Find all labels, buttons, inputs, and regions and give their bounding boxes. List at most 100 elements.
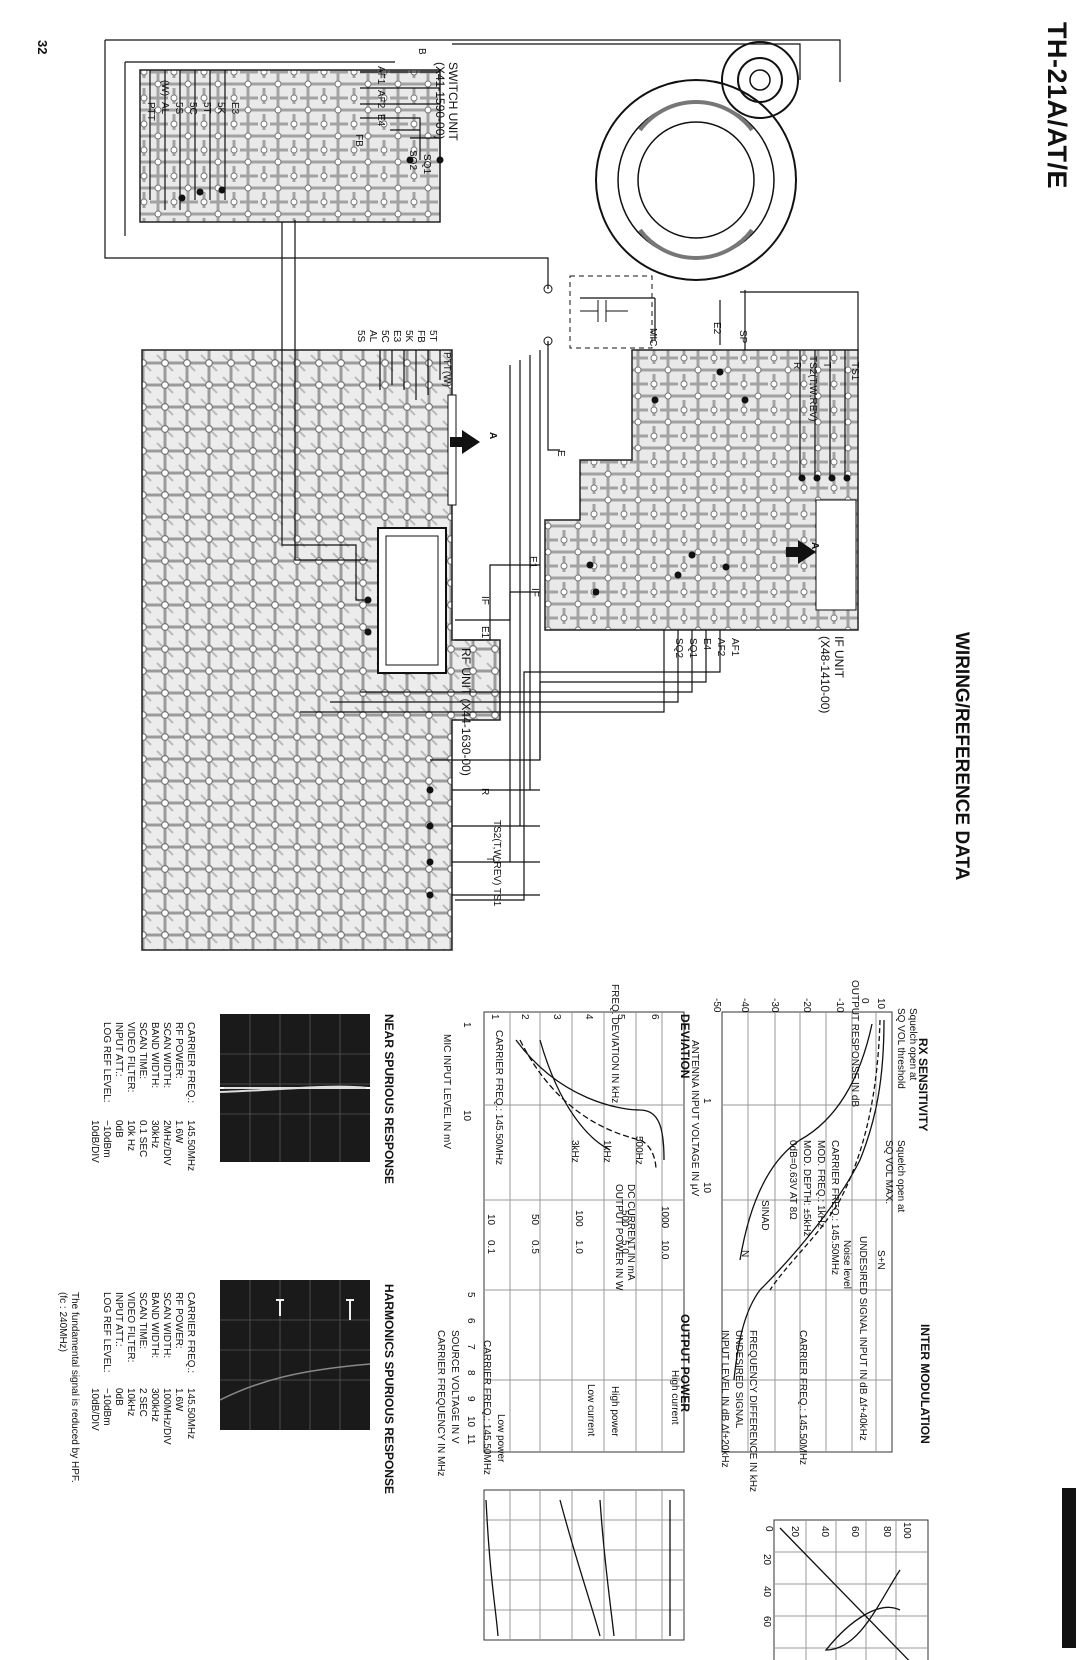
op-xtick-2: 7 (465, 1344, 476, 1350)
op-ytl-4: 10 (485, 1214, 496, 1226)
op-ytl-0: 1000 (659, 1206, 670, 1229)
inter-modulation-title: INTER MODULATION (918, 1324, 932, 1444)
dev-series-500: 500Hz (633, 1136, 644, 1165)
wire-label-ts2: TS2(T,W:REV) (491, 820, 502, 886)
dev-condition: CARRIER FREQ.: 145.50MHz (493, 1030, 504, 1166)
deviation-xlabel: MIC INPUT LEVEL IN mV (441, 1034, 452, 1150)
binder-strip (1062, 1488, 1076, 1648)
if-terminal-ts1: TS1 (849, 362, 860, 381)
if-terminal-sq1: SQ1 (687, 638, 698, 659)
wire-label-e1-2: E1 (479, 626, 490, 639)
output-power-xlabel-2: CARRIER FREQUENCY IN MHz (435, 1330, 446, 1477)
rx-condition-4: 0dB=0.63V AT 8Ω (787, 1140, 798, 1220)
terminal-sq1: SQ1 (421, 154, 432, 175)
op-series-lp: Low power (495, 1414, 506, 1463)
op-ytr-0: 10.0 (659, 1240, 670, 1260)
near-spurious-title: NEAR SPURIOUS RESPONSE (382, 1014, 396, 1185)
terminal-5t: 5T (201, 102, 212, 114)
rx-note-4: SQ VOL MAX. (883, 1140, 894, 1205)
if-terminal-af1: AF1 (729, 638, 740, 657)
terminal-5s: 5S (173, 102, 184, 115)
harmonics-spurious-photo (220, 1280, 370, 1430)
dev-ytick-3: 3 (551, 1014, 562, 1020)
rx-note-8: N (739, 1250, 750, 1258)
inter-modulation-grid (773, 1519, 929, 1660)
rx-curve-s-n (733, 1019, 885, 1381)
if-terminal-r: R (791, 362, 802, 370)
if-terminal-sq2: SQ2 (673, 638, 684, 659)
output-power-grid (483, 1489, 685, 1641)
output-power-title: OUTPUT POWER (678, 1314, 692, 1412)
arrow-a-if-label: A (809, 542, 820, 550)
output-power-ylabel-2: OUTPUT POWER IN W (613, 1184, 624, 1291)
im-xtick-0: 20 (761, 1554, 772, 1566)
im-ytick-3: 40 (819, 1526, 830, 1538)
im-ytick-5: 0 (763, 1526, 774, 1532)
rx-condition-1: CARRIER FREQ.: 145.50MHz (829, 1140, 840, 1276)
rx-sensitivity-grid (721, 1011, 893, 1453)
inter-modulation-xlabel-1: FREQUENCY DIFFERENCE IN kHz (747, 1330, 758, 1493)
inter-modulation-xlabel-2: UNDESIRED SIGNAL (733, 1330, 744, 1429)
terminal-af2: AF2 (375, 90, 386, 109)
dev-series-3k: 3kHz (569, 1140, 580, 1163)
dev-ytick-5: 1 (489, 1014, 500, 1020)
op-xtick-3: 8 (465, 1370, 476, 1376)
op-series-hp: High power (609, 1386, 620, 1437)
inter-modulation-xlabel-3: INPUT LEVEL IN dB Δf+20kHz (719, 1330, 730, 1468)
terminal-e3: E3 (229, 102, 240, 115)
rx-ytick-5: -40 (739, 998, 750, 1013)
rf-terminal-5s: 5S (355, 330, 366, 343)
op-ytr-3: 0.5 (529, 1240, 540, 1254)
wire-harness (104, 39, 859, 901)
op-ytl-1: 500 (619, 1210, 630, 1227)
rx-note-1: Squelch open at (907, 1008, 918, 1081)
arrow-a-rf (450, 430, 480, 454)
rf-terminal-e3: E3 (391, 330, 402, 343)
op-condition: CARRIER FREQ.: 145.50MHz (481, 1340, 492, 1476)
im-ytick-4: 20 (789, 1526, 800, 1538)
inter-modulation-ylabel: UNDESIRED SIGNAL INPUT IN dB Δf+40kHz (857, 1236, 868, 1441)
rx-ytick-6: -50 (711, 998, 722, 1013)
wire-label-ts1: TS1 (491, 888, 502, 907)
lcd-window (377, 527, 447, 674)
rx-curve-noise (739, 1023, 873, 1261)
op-ytl-2: 100 (573, 1210, 584, 1227)
if-terminal-sp: SP (737, 330, 748, 344)
rf-terminal-5k: 5K (403, 330, 414, 343)
dev-xtick-1: 10 (461, 1110, 472, 1122)
op-ytl-3: 50 (529, 1214, 540, 1226)
microphone (543, 275, 653, 349)
im-xtick-2: 60 (761, 1616, 772, 1628)
if-terminal-af2: AF2 (715, 638, 726, 657)
op-ytr-1: 5.0 (619, 1240, 630, 1254)
wire-label-if-1: IF (529, 588, 540, 597)
op-series-lc: Low current (585, 1384, 596, 1437)
terminal-af1: AF1 (375, 66, 386, 85)
op-xtick-0: 5 (465, 1292, 476, 1298)
deviation-grid (483, 1011, 685, 1453)
switch-unit-part: (X41-1590-00) (433, 62, 447, 140)
rx-note-7: SINAD (759, 1200, 770, 1231)
near-spurious-photo (220, 1014, 370, 1162)
op-curve-hp (599, 1499, 615, 1637)
rx-xtick-0: 1 (701, 1098, 712, 1104)
output-power-ylabel-1: DC CURRENT IN mA (625, 1184, 636, 1281)
rx-ytick-1: 0 (859, 998, 870, 1004)
dev-ytick-4: 2 (519, 1014, 530, 1020)
graphs (483, 1011, 929, 1660)
rx-ytick-2: -10 (834, 998, 845, 1013)
wiring-diagram (104, 39, 859, 951)
op-curve-lc (559, 1499, 601, 1637)
im-condition: CARRIER FREQ.: 145.50MHz (797, 1330, 808, 1466)
terminal-5k: 5K (215, 102, 226, 115)
if-unit-label: IF UNIT (832, 636, 846, 678)
terminal-fb: FB (353, 134, 364, 147)
op-ytr-4: 0.1 (485, 1240, 496, 1254)
if-terminal-mic: MIC (647, 328, 658, 347)
op-series-hc: High current (669, 1370, 680, 1425)
im-ytick-1: 80 (881, 1526, 892, 1538)
if-terminal-e2: E2 (711, 322, 722, 335)
wire-label-t: T (484, 856, 495, 863)
op-xtick-5: 10 (465, 1416, 476, 1428)
wire-label-e: E (555, 450, 566, 457)
